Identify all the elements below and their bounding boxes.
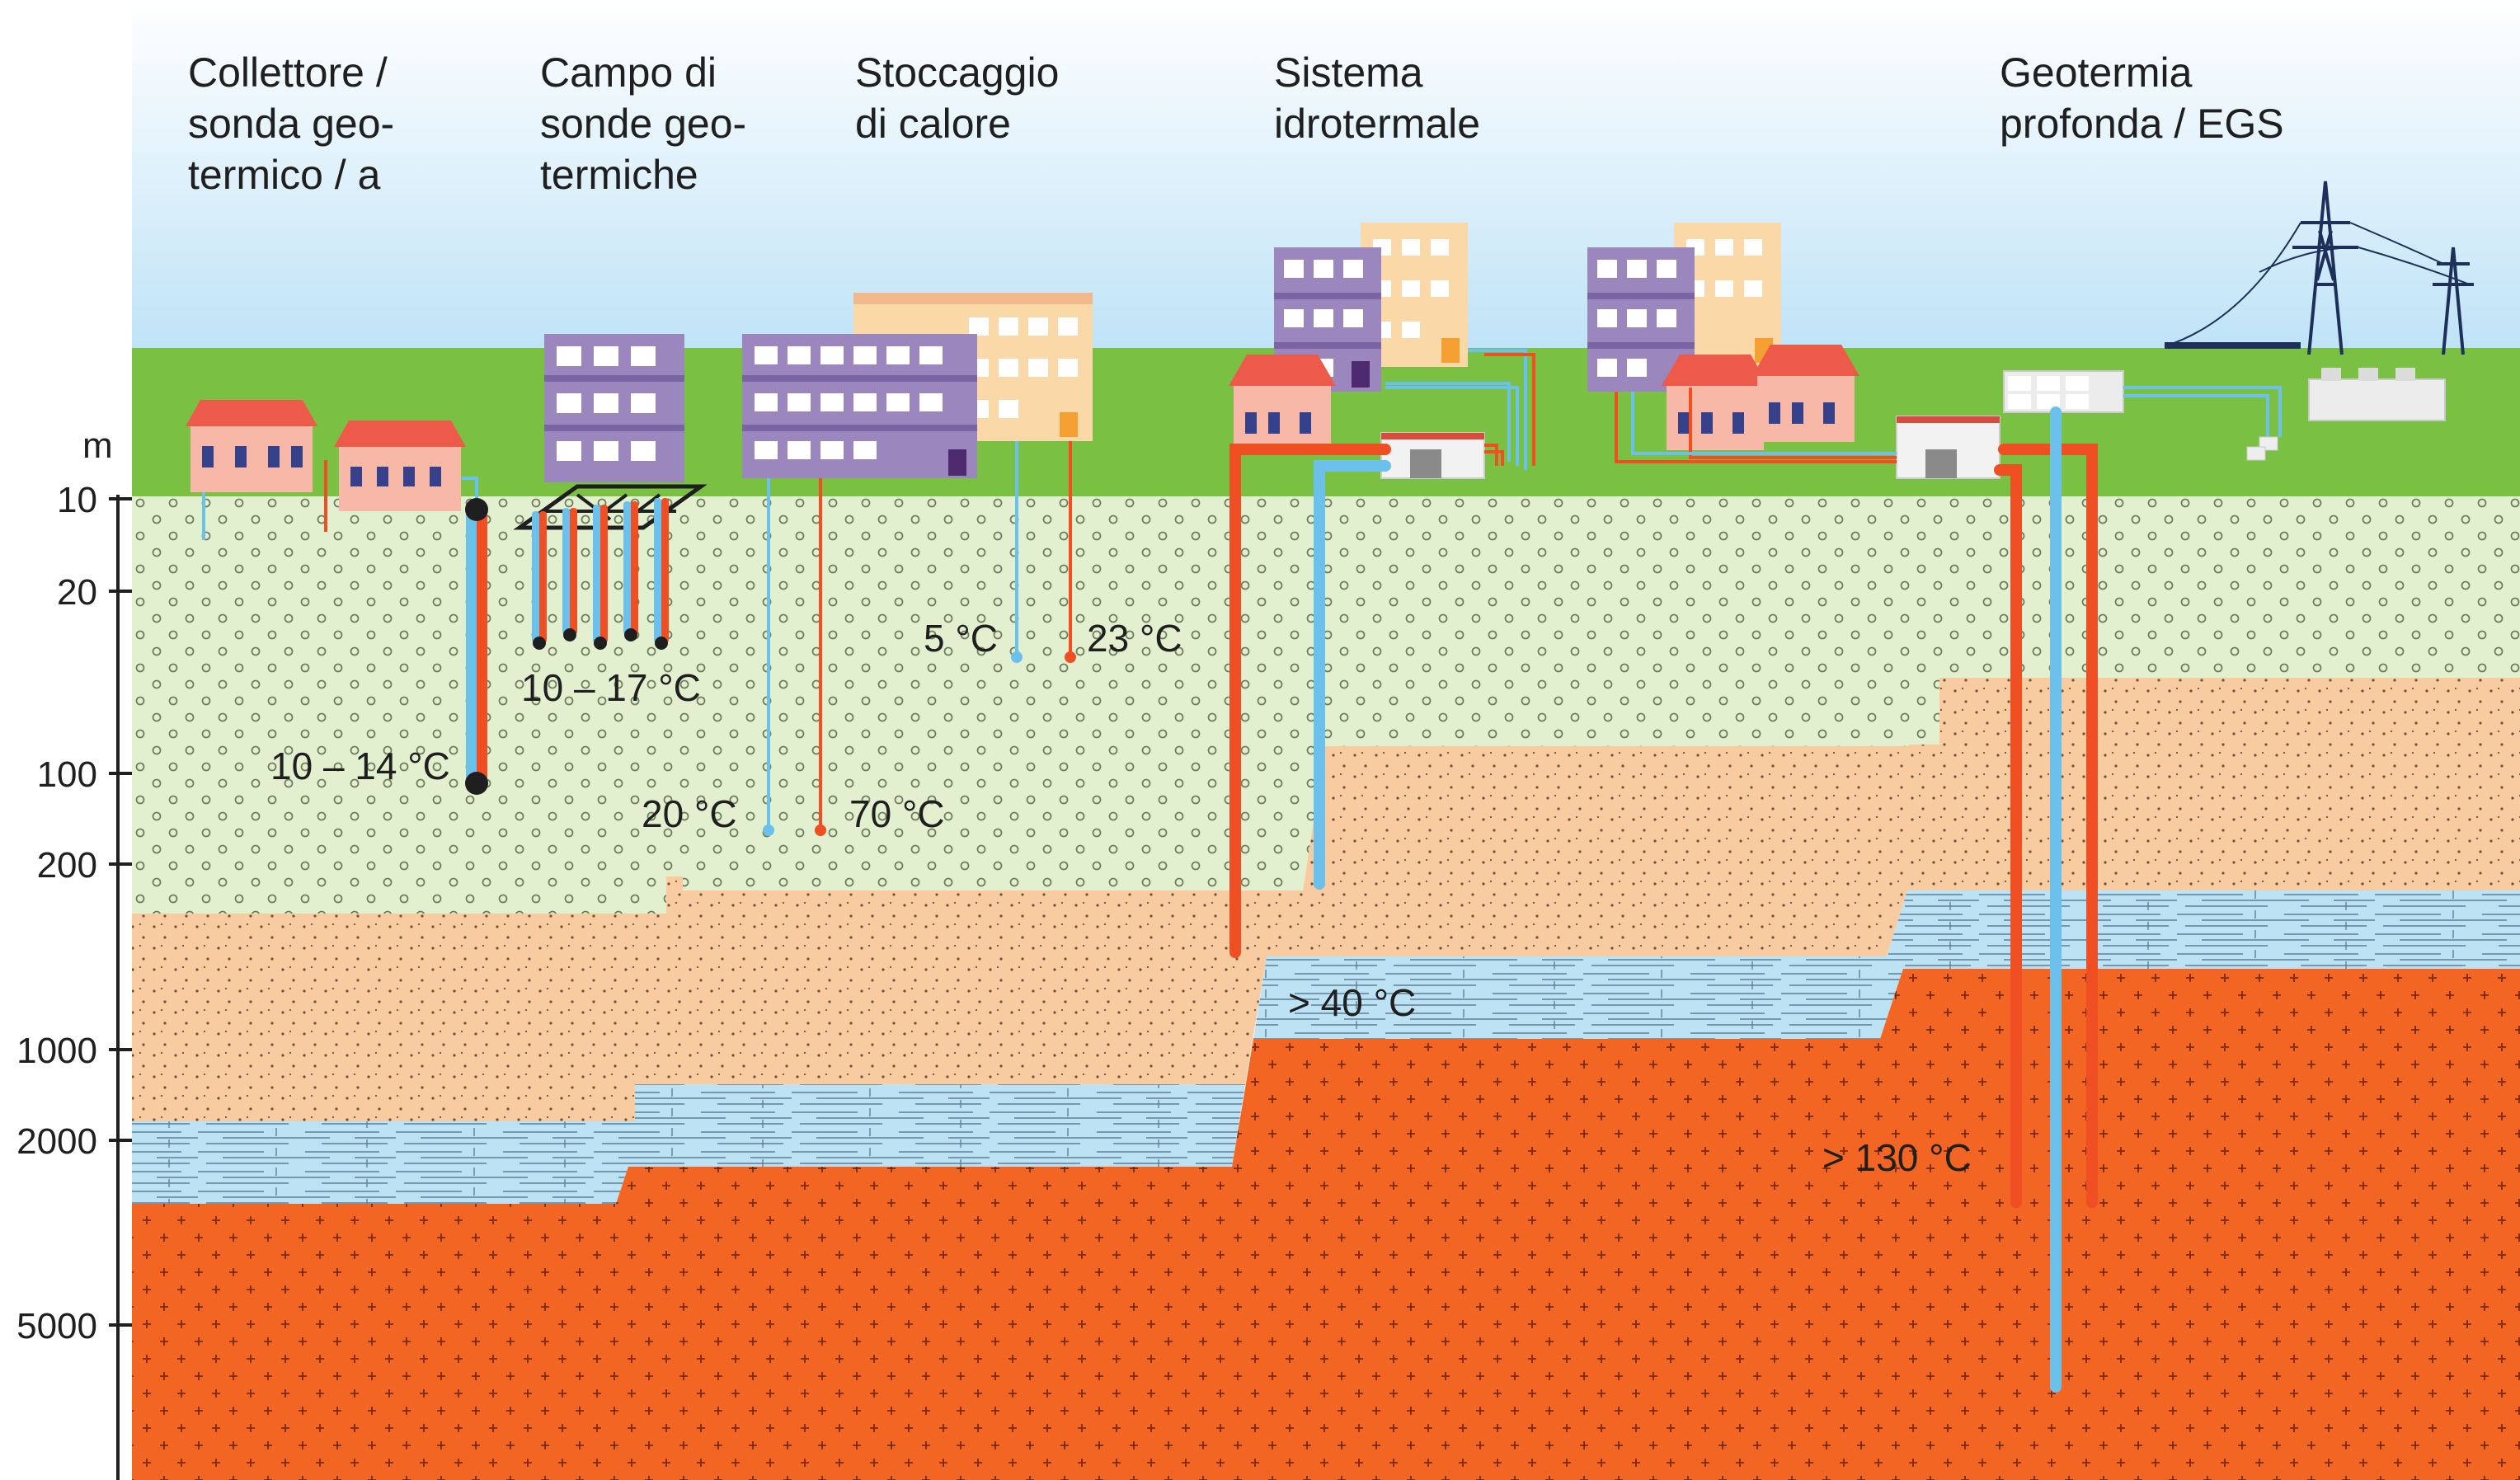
- house-icon: [334, 421, 466, 511]
- depth-tick-label: 2000: [16, 1121, 97, 1162]
- depth-tick-label: 10: [57, 480, 97, 520]
- egs-pipe-hot-right: [1998, 444, 2098, 1208]
- house-icon: [186, 400, 317, 492]
- probe-field-temperature: 10 – 17 °C: [521, 666, 701, 709]
- probe-field-system: 10 – 17 °C: [513, 334, 708, 709]
- column-title-collector: Collettore / sonda geo- termico / a: [188, 49, 406, 198]
- probe-pipe-cold: [593, 505, 600, 643]
- apartment-building-icon: [544, 334, 684, 482]
- house-icon: [1752, 345, 1859, 442]
- house-icon: [1229, 355, 1336, 450]
- egs-system: > 130 °C: [1587, 181, 2474, 1393]
- column-title-egs: Geotermia profonda / EGS: [2000, 49, 2284, 147]
- probe-pipe-hot: [477, 505, 487, 785]
- collector-temperature: 10 – 14 °C: [270, 745, 450, 787]
- storage-deep-warm-temperature: 70 °C: [849, 792, 945, 835]
- heat-storage-system: 5 °C 23 °C 20 °C 70 °C: [642, 293, 1182, 836]
- probe-pipe-cold: [466, 505, 477, 785]
- probe-pipe-cold: [562, 508, 570, 635]
- storage-shallow-cold-temperature: 5 °C: [924, 617, 998, 660]
- hydrothermal-system: > 40 °C: [1229, 223, 1535, 1024]
- probe-pipe-hot: [570, 508, 577, 635]
- probe-pipe-hot: [661, 498, 669, 643]
- heating-plant-icon: [1896, 416, 2000, 479]
- hydro-pipe-hot: [1229, 444, 1391, 958]
- hydro-pipe-cold: [1314, 460, 1391, 890]
- probe-cap: [624, 628, 637, 641]
- column-title-probe-field: Campo di sonde geo- termiche: [540, 49, 758, 198]
- probe-pipe-hot: [539, 511, 547, 643]
- egs-pipe-hot-left: [1994, 464, 2022, 1208]
- column-title-heat-storage: Stoccaggio di calore: [855, 49, 1070, 147]
- apartment-building-icon: [742, 334, 977, 478]
- substation-icon: [2308, 368, 2446, 421]
- heating-plant-icon: [1380, 432, 1485, 479]
- depth-tick-label: 5000: [16, 1306, 97, 1346]
- probe-pipe-cold: [623, 501, 631, 635]
- depth-tick-label: 20: [57, 572, 97, 613]
- depth-tick-label: 1000: [16, 1031, 97, 1071]
- column-titles: Collettore / sonda geo- termico / a Camp…: [188, 49, 2284, 198]
- storage-shallow-warm-temperature: 23 °C: [1087, 617, 1182, 660]
- depth-unit-label: m: [82, 425, 113, 466]
- probe-pipe-cold: [654, 498, 661, 643]
- depth-tick-label: 200: [37, 845, 97, 886]
- depth-tick-label: 100: [37, 754, 97, 795]
- hydrothermal-temperature: > 40 °C: [1288, 981, 1416, 1024]
- depth-axis: m 10 20 100 200 1000 2000 5000: [16, 425, 132, 1480]
- probe-cap: [563, 628, 576, 641]
- collector-system: 10 – 14 °C: [186, 400, 488, 795]
- probe-cap: [594, 637, 607, 650]
- column-title-hydrothermal: Sistema idrotermale: [1274, 49, 1480, 147]
- probe-pipe-hot: [600, 505, 608, 643]
- power-plant-icon: [2003, 370, 2124, 413]
- power-line-tower-icon: [2164, 181, 2474, 355]
- probe-pipe-cold: [532, 511, 539, 643]
- house-icon: [1662, 355, 1769, 450]
- probe-cap: [655, 637, 668, 650]
- storage-deep-cold-temperature: 20 °C: [642, 792, 737, 835]
- probe-cap: [533, 637, 546, 650]
- ground-layers: [132, 496, 2520, 1480]
- probe-pipe-hot: [631, 501, 638, 635]
- egs-temperature: > 130 °C: [1822, 1136, 1972, 1179]
